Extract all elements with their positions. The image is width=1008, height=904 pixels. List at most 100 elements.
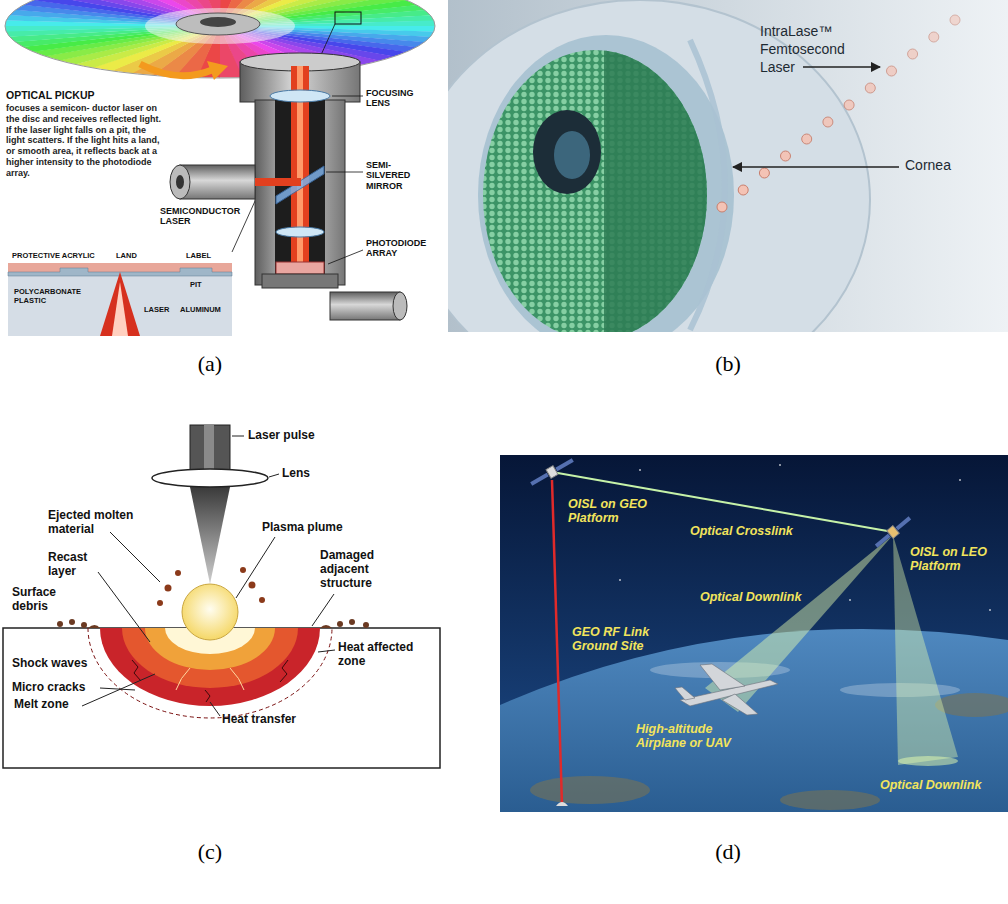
beam-footprint (898, 756, 958, 766)
layer-label: LASER (144, 306, 169, 315)
pointer-arrow (733, 166, 899, 168)
leader-line (332, 96, 363, 97)
heat-transfer-arrow (176, 668, 244, 690)
laser-pulse-dots (844, 100, 854, 110)
callout-label: Damaged adjacent structure (320, 548, 404, 590)
laser-beam (100, 272, 140, 336)
layer-label: PIT (190, 281, 202, 290)
laser-pulse-dots (950, 15, 960, 25)
laser-beam (255, 178, 301, 186)
leader-line (269, 474, 279, 477)
eye-illustration (448, 0, 1008, 332)
treated-area (604, 40, 744, 332)
leader-line (82, 674, 155, 706)
pupil-highlight (554, 131, 590, 179)
description-text: focuses a semicon- ductor laser on the d… (6, 103, 162, 179)
layer-label: LABEL (186, 252, 211, 261)
ground-station (556, 802, 568, 806)
shock-wave (88, 628, 332, 718)
callout-label: Ejected molten material (48, 508, 156, 536)
part-label: PHOTODIODE ARRAY (366, 238, 434, 259)
laser-pulse-dots (759, 168, 769, 178)
semiconductor-laser (170, 165, 190, 199)
star (989, 609, 991, 611)
lens (276, 227, 324, 237)
callout-label: Melt zone (14, 697, 69, 711)
rotation-arrow (140, 61, 228, 80)
part-label: SEMICONDUCTOR LASER (160, 206, 252, 227)
disc-hub (176, 13, 260, 35)
drive-shaft (330, 292, 407, 320)
layer-label: POLYCARBONATE PLASTIC (14, 288, 86, 305)
laser-pulse (190, 425, 230, 470)
laser-pulse-dots (823, 117, 833, 127)
callout-label: Micro cracks (12, 680, 85, 694)
surface-debris (57, 621, 63, 627)
ejected-particle (240, 567, 246, 573)
link-label: High-altitude Airplane or UAV (636, 722, 756, 751)
airplane (675, 664, 778, 715)
geo-satellite (530, 473, 548, 486)
star (849, 599, 851, 601)
leo-satellite (896, 516, 912, 530)
disc-spindle (200, 17, 236, 27)
laser-pulse-dots (887, 66, 897, 76)
optical-crosslink (552, 472, 893, 532)
substrate (3, 628, 440, 768)
satellite-link-illustration (500, 455, 1008, 812)
surface-debris (349, 619, 355, 625)
pointer-arrow (803, 66, 880, 68)
heading-text: OPTICAL PICKUP (6, 89, 166, 101)
callout-label: Plasma plume (262, 520, 343, 534)
callout-label: Surface debris (12, 585, 74, 613)
geo-satellite (529, 456, 576, 489)
callout-label: Heat transfer (222, 712, 296, 726)
star (619, 464, 991, 611)
link-label: GEO RF Link Ground Site (572, 625, 668, 654)
semiconductor-laser (176, 175, 184, 189)
surface-debris (69, 619, 75, 625)
pickup-housing (240, 53, 360, 288)
laser-pulse-dots (908, 49, 918, 59)
laser-pulse-dots (781, 151, 791, 161)
callout-label: Cornea (905, 156, 951, 174)
layer-label: ALUMINUM (180, 306, 221, 315)
callout-label: Lens (282, 466, 310, 480)
land-mass (935, 693, 1008, 717)
plasma-plume (182, 584, 238, 640)
laser-pulse-dots (929, 32, 939, 42)
leo-satellite (873, 514, 913, 550)
micro-crack (132, 660, 141, 681)
leader-line (236, 537, 275, 598)
star (779, 464, 781, 466)
heat-transfer-arrow (176, 668, 190, 690)
leader-line (110, 532, 160, 582)
laser-pulse (204, 425, 214, 470)
ejected-particle (175, 570, 181, 576)
drive-shaft (393, 292, 407, 320)
disc-center (145, 8, 295, 44)
leader-line (82, 436, 335, 716)
laser-pulse-dots (717, 202, 727, 212)
surface-debris (337, 621, 343, 627)
disc-cross-section (8, 276, 232, 336)
laser-pulse-dots (865, 83, 875, 93)
leader-line (326, 172, 363, 173)
airplane (722, 694, 758, 715)
panel-caption: (b) (708, 352, 748, 376)
rotation-arrow (140, 64, 212, 76)
heat-transfer-arrow (230, 668, 244, 690)
link-label: OISL on GEO Platform (568, 497, 660, 526)
land-mass (530, 776, 650, 804)
ejected-particle (157, 600, 163, 606)
cornea-edge (690, 40, 725, 330)
leo-satellite (875, 534, 891, 548)
laser-pulse-dots (738, 185, 748, 195)
leader-line (210, 702, 220, 716)
leader-line (328, 250, 363, 264)
part-label: SEMI-SILVERED MIRROR (366, 160, 430, 191)
layer-label: LAND (116, 252, 137, 261)
drive-shaft (330, 292, 400, 320)
panel-caption: (c) (190, 840, 230, 864)
